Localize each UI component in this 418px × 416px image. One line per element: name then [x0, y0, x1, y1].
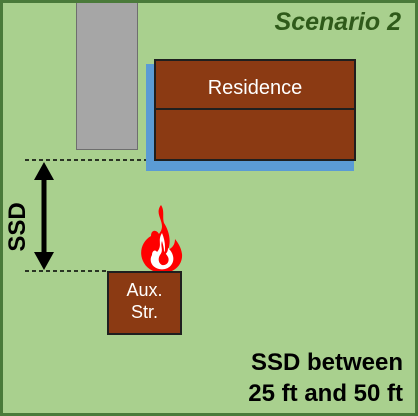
double-arrow-icon [34, 162, 54, 270]
auxiliary-structure: Aux. Str. [107, 271, 182, 335]
aux-structure-label-line1: Aux. [126, 280, 163, 300]
scenario-title: Scenario 2 [274, 8, 401, 36]
caption-line1: SSD between [250, 349, 403, 376]
road [76, 3, 138, 150]
caption-line2: 25 ft and 50 ft [248, 380, 403, 407]
residence-building: Residence [154, 59, 356, 161]
ssd-caption: SSD between 25 ft and 50 ft [248, 347, 403, 409]
aux-structure-label-line2: Str. [130, 302, 158, 322]
ssd-label: SSD [4, 202, 31, 252]
residence-label: Residence [207, 77, 303, 99]
ssd-measurement-graphic [25, 159, 146, 272]
residence-roof-divider [156, 108, 354, 110]
flame-icon [141, 205, 183, 273]
